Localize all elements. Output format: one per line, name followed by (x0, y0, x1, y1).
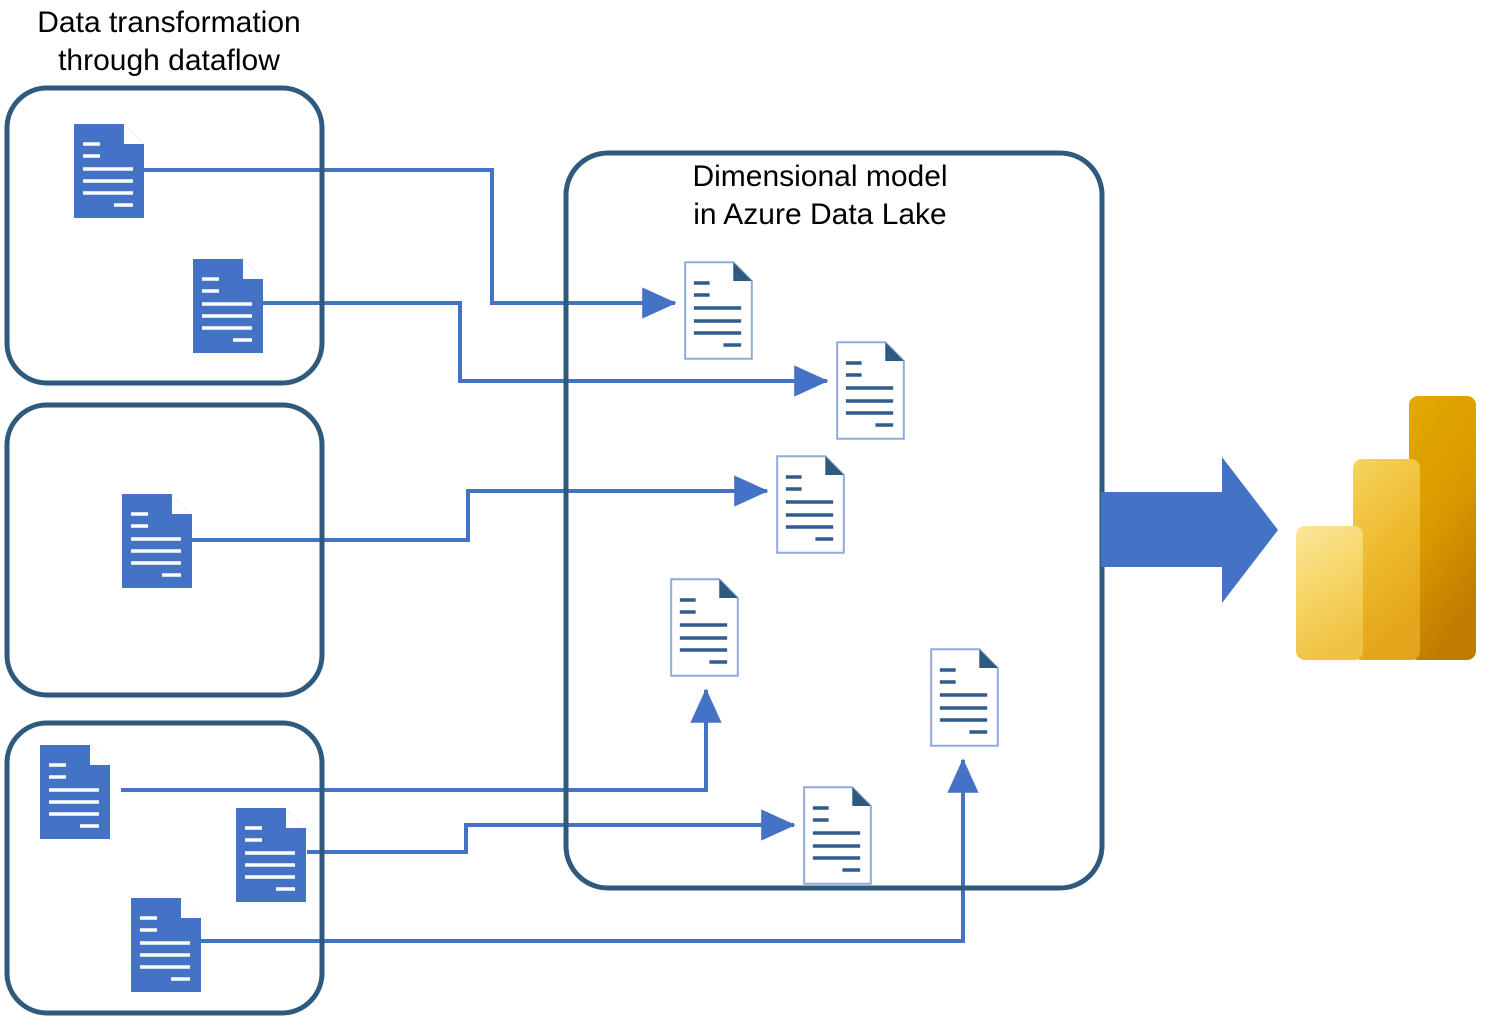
page-title: Data transformation through dataflow (37, 6, 301, 77)
source-group-bottom (4, 720, 325, 1016)
target-documents-layer (670, 261, 999, 885)
dataflow-block-arrow (1101, 457, 1278, 603)
source-doc-5 (236, 808, 306, 902)
connector-source-doc-5-to-target-doc-5 (307, 809, 796, 854)
target-doc-4 (670, 578, 739, 677)
connector-layer (121, 168, 979, 943)
connector-source-doc-3-to-target-doc-3 (192, 475, 769, 542)
connector-source-doc-2-to-target-doc-2 (263, 301, 829, 397)
source-doc-6 (131, 898, 201, 992)
source-group-middle (4, 402, 325, 698)
dimensional-model-title: Dimensional model in Azure Data Lake (692, 160, 948, 231)
powerbi-bar-mid (1353, 459, 1420, 660)
source-doc-4 (40, 745, 110, 839)
source-group-layer (4, 85, 325, 1016)
target-doc-2 (836, 341, 905, 440)
target-doc-3 (776, 455, 845, 554)
connector-source-doc-4-to-target-doc-4 (121, 688, 722, 792)
source-doc-2 (193, 259, 263, 353)
source-doc-3 (122, 494, 192, 588)
target-doc-1 (684, 261, 753, 360)
connector-source-doc-1-to-target-doc-1 (144, 168, 677, 319)
source-documents-layer (40, 124, 306, 992)
target-doc-6 (930, 648, 999, 747)
powerbi-bar-back (1409, 396, 1476, 660)
source-group-top (4, 85, 325, 386)
source-doc-1 (74, 124, 144, 218)
powerbi-bar-front (1296, 526, 1363, 660)
power-bi-logo (1296, 396, 1476, 660)
target-doc-5 (803, 786, 872, 885)
connector-source-doc-6-to-target-doc-6 (201, 758, 979, 943)
